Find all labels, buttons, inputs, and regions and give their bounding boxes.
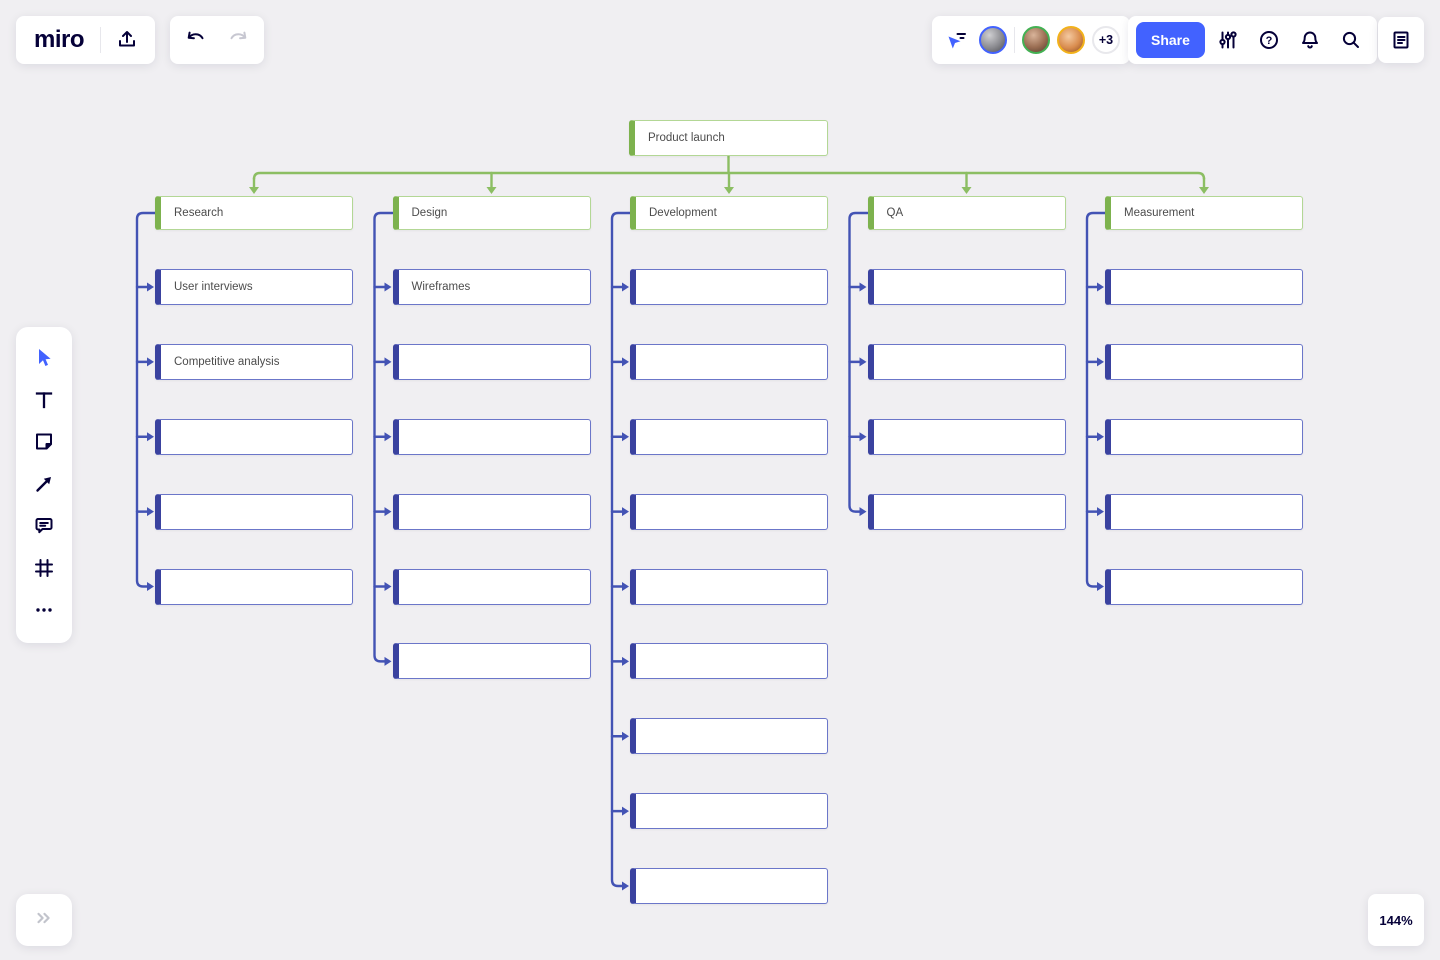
sticky-note-tool[interactable]: [24, 423, 64, 463]
notes-toolbar: [1378, 17, 1424, 63]
zoom-indicator[interactable]: 144%: [1368, 894, 1424, 946]
tree-child-node[interactable]: [867, 269, 1066, 305]
avatar-overflow-badge[interactable]: +3: [1092, 26, 1120, 54]
tree-child-node[interactable]: [1105, 269, 1303, 305]
divider: [100, 27, 102, 53]
share-button[interactable]: Share: [1136, 22, 1205, 58]
tool-palette: [16, 327, 72, 643]
bell-icon: [1298, 28, 1322, 52]
tree-child-node[interactable]: [155, 418, 353, 455]
avatar-collaborator-3[interactable]: [1057, 26, 1085, 54]
history-toolbar: [170, 16, 264, 64]
tree-root-node[interactable]: Product launch: [629, 120, 828, 156]
undo-icon: [184, 28, 208, 52]
tree-child-node[interactable]: User interviews: [155, 269, 353, 305]
tree-child-node[interactable]: [1105, 418, 1303, 455]
undo-button[interactable]: [178, 22, 214, 58]
avatar-collaborator-2[interactable]: [1022, 26, 1050, 54]
tree-child-node[interactable]: [630, 868, 828, 904]
tree-child-node[interactable]: [392, 568, 591, 605]
export-button[interactable]: [109, 22, 145, 58]
redo-icon: [226, 28, 250, 52]
tree-child-node[interactable]: [630, 718, 828, 755]
frame-tool[interactable]: [24, 549, 64, 589]
follow-button[interactable]: [942, 22, 972, 58]
tree-header-node[interactable]: Development: [630, 196, 828, 230]
text-tool[interactable]: [24, 381, 64, 421]
upload-icon: [115, 28, 139, 52]
more-tools[interactable]: [24, 591, 64, 631]
tree-child-node[interactable]: [867, 418, 1066, 455]
tree-child-node[interactable]: [1105, 568, 1303, 605]
tree-child-node[interactable]: [867, 343, 1066, 380]
logo-toolbar: miro: [16, 16, 156, 64]
tree-child-node[interactable]: [155, 493, 353, 530]
help-button[interactable]: ?: [1251, 22, 1287, 58]
tree-child-node[interactable]: [630, 493, 828, 530]
tree-child-node[interactable]: [392, 418, 591, 455]
document-icon: [1389, 28, 1413, 52]
zoom-level-label: 144%: [1379, 912, 1413, 928]
tree-child-node[interactable]: [630, 343, 828, 380]
search-button[interactable]: [1333, 22, 1369, 58]
tree-header-node[interactable]: Research: [155, 196, 353, 230]
comment-icon: [32, 514, 56, 541]
tree-child-node[interactable]: Competitive analysis: [155, 343, 353, 380]
redo-button[interactable]: [220, 22, 256, 58]
notes-button[interactable]: [1383, 22, 1419, 58]
svg-text:?: ?: [1266, 35, 1273, 47]
tree-child-node[interactable]: Wireframes: [392, 269, 591, 305]
presence-toolbar: +3: [932, 16, 1130, 64]
tree-header-node[interactable]: Measurement: [1105, 196, 1303, 230]
frame-icon: [32, 556, 56, 583]
select-tool[interactable]: [24, 339, 64, 379]
tree-child-node[interactable]: [1105, 493, 1303, 530]
miro-logo[interactable]: miro: [34, 26, 85, 53]
expand-panel-button[interactable]: [16, 894, 72, 946]
sliders-icon: [1216, 28, 1240, 52]
tree-child-node[interactable]: [1105, 343, 1303, 380]
tree-child-node[interactable]: [392, 643, 591, 680]
sticky-note-icon: [32, 430, 56, 457]
comment-tool[interactable]: [24, 507, 64, 547]
tree-child-node[interactable]: [155, 568, 353, 605]
search-icon: [1339, 28, 1363, 52]
settings-button[interactable]: [1210, 22, 1246, 58]
ellipsis-icon: [32, 598, 56, 625]
tree-child-node[interactable]: [392, 493, 591, 530]
text-icon: [32, 388, 56, 415]
tree-child-node[interactable]: [630, 418, 828, 455]
actions-toolbar: Share ?: [1128, 16, 1377, 64]
tree-child-node[interactable]: [630, 793, 828, 830]
notifications-button[interactable]: [1292, 22, 1328, 58]
tree-child-node[interactable]: [630, 568, 828, 605]
avatar-collaborator-1[interactable]: [979, 26, 1007, 54]
help-icon: ?: [1257, 28, 1281, 52]
arrow-tool[interactable]: [24, 465, 64, 505]
tree-header-node[interactable]: Design: [392, 196, 591, 230]
follow-cursor-icon: [945, 28, 969, 52]
tree-child-node[interactable]: [630, 643, 828, 680]
tree-child-node[interactable]: [630, 269, 828, 305]
tree-child-node[interactable]: [867, 493, 1066, 530]
tree-child-node[interactable]: [392, 343, 591, 380]
cursor-icon: [32, 346, 56, 373]
tree-header-node[interactable]: QA: [867, 196, 1066, 230]
arrow-icon: [32, 472, 56, 499]
chevrons-right-icon: [33, 907, 55, 934]
divider: [1014, 27, 1015, 53]
